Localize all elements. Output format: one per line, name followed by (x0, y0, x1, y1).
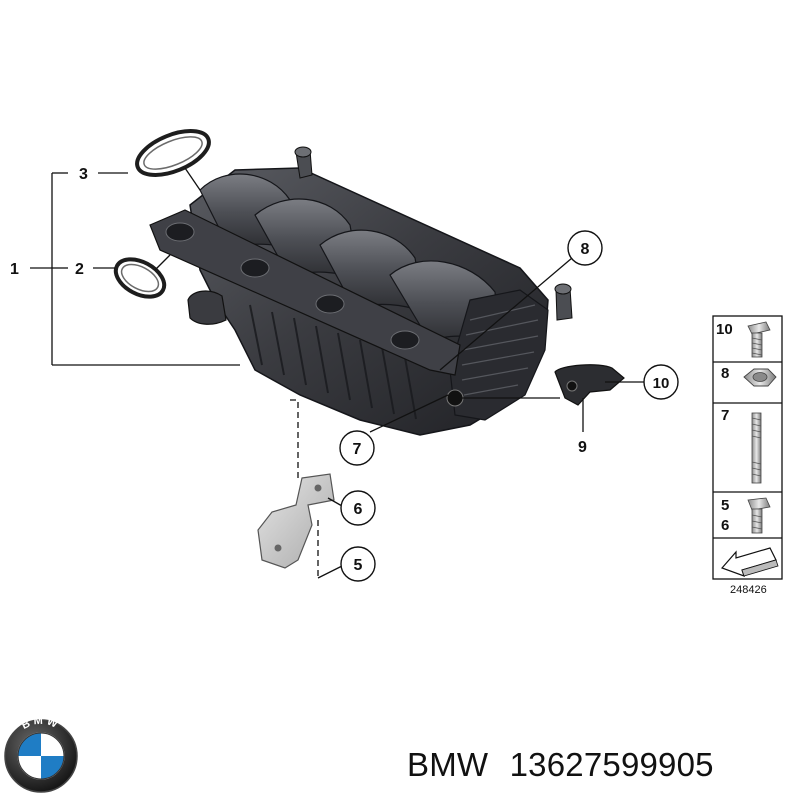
bracket-5-6 (257, 473, 335, 569)
fastener-legend: 10 8 7 5 6 (712, 315, 783, 596)
legend-row-5: 5 (721, 497, 729, 514)
flange-bolt-icon (747, 321, 771, 358)
manifold-left-pipe (187, 290, 227, 325)
brand-name: BMW (407, 746, 489, 783)
callout-3: 3 (79, 166, 88, 183)
callout-2: 2 (75, 261, 84, 278)
manifold-ribs (249, 304, 417, 420)
gasket-3 (135, 129, 211, 177)
part-number: 13627599905 (509, 746, 714, 783)
svg-text:5: 5 (354, 557, 363, 574)
svg-text:10: 10 (653, 375, 670, 392)
plenum-ribs (461, 304, 539, 396)
hex-nut-icon (743, 368, 777, 387)
gasket-2 (113, 257, 167, 299)
svg-text:BMW: BMW (20, 715, 62, 732)
image-number: 248426 (730, 584, 767, 596)
legend-row-7: 7 (721, 407, 729, 424)
manifold-flange (149, 209, 461, 376)
svg-text:7: 7 (353, 441, 362, 458)
footer-part-caption: BMW 13627599905 (407, 740, 792, 790)
callout-5-circle: 5 (340, 546, 376, 582)
intake-manifold (149, 146, 573, 436)
callout-6-circle: 6 (340, 490, 376, 526)
dashed-leaders (290, 399, 319, 580)
stud-bolt-icon (751, 412, 762, 484)
svg-text:6: 6 (354, 501, 363, 518)
callout-1: 1 (10, 261, 19, 278)
direction-arrow-icon (720, 547, 779, 577)
callout-9: 9 (578, 439, 587, 456)
callout-8-circle: 8 (567, 230, 603, 266)
sensor-9 (554, 364, 625, 406)
flange-ports (165, 222, 420, 350)
legend-row-8: 8 (721, 365, 729, 382)
legend-row-6: 6 (721, 517, 729, 534)
callout-7-circle: 7 (339, 430, 375, 466)
legend-row-10: 10 (716, 321, 733, 338)
svg-text:8: 8 (581, 241, 590, 258)
callout-10-circle: 10 (643, 364, 679, 400)
hex-bolt-icon (747, 497, 771, 534)
bmw-logo: BMW (4, 715, 78, 793)
leader-lines (30, 167, 645, 579)
